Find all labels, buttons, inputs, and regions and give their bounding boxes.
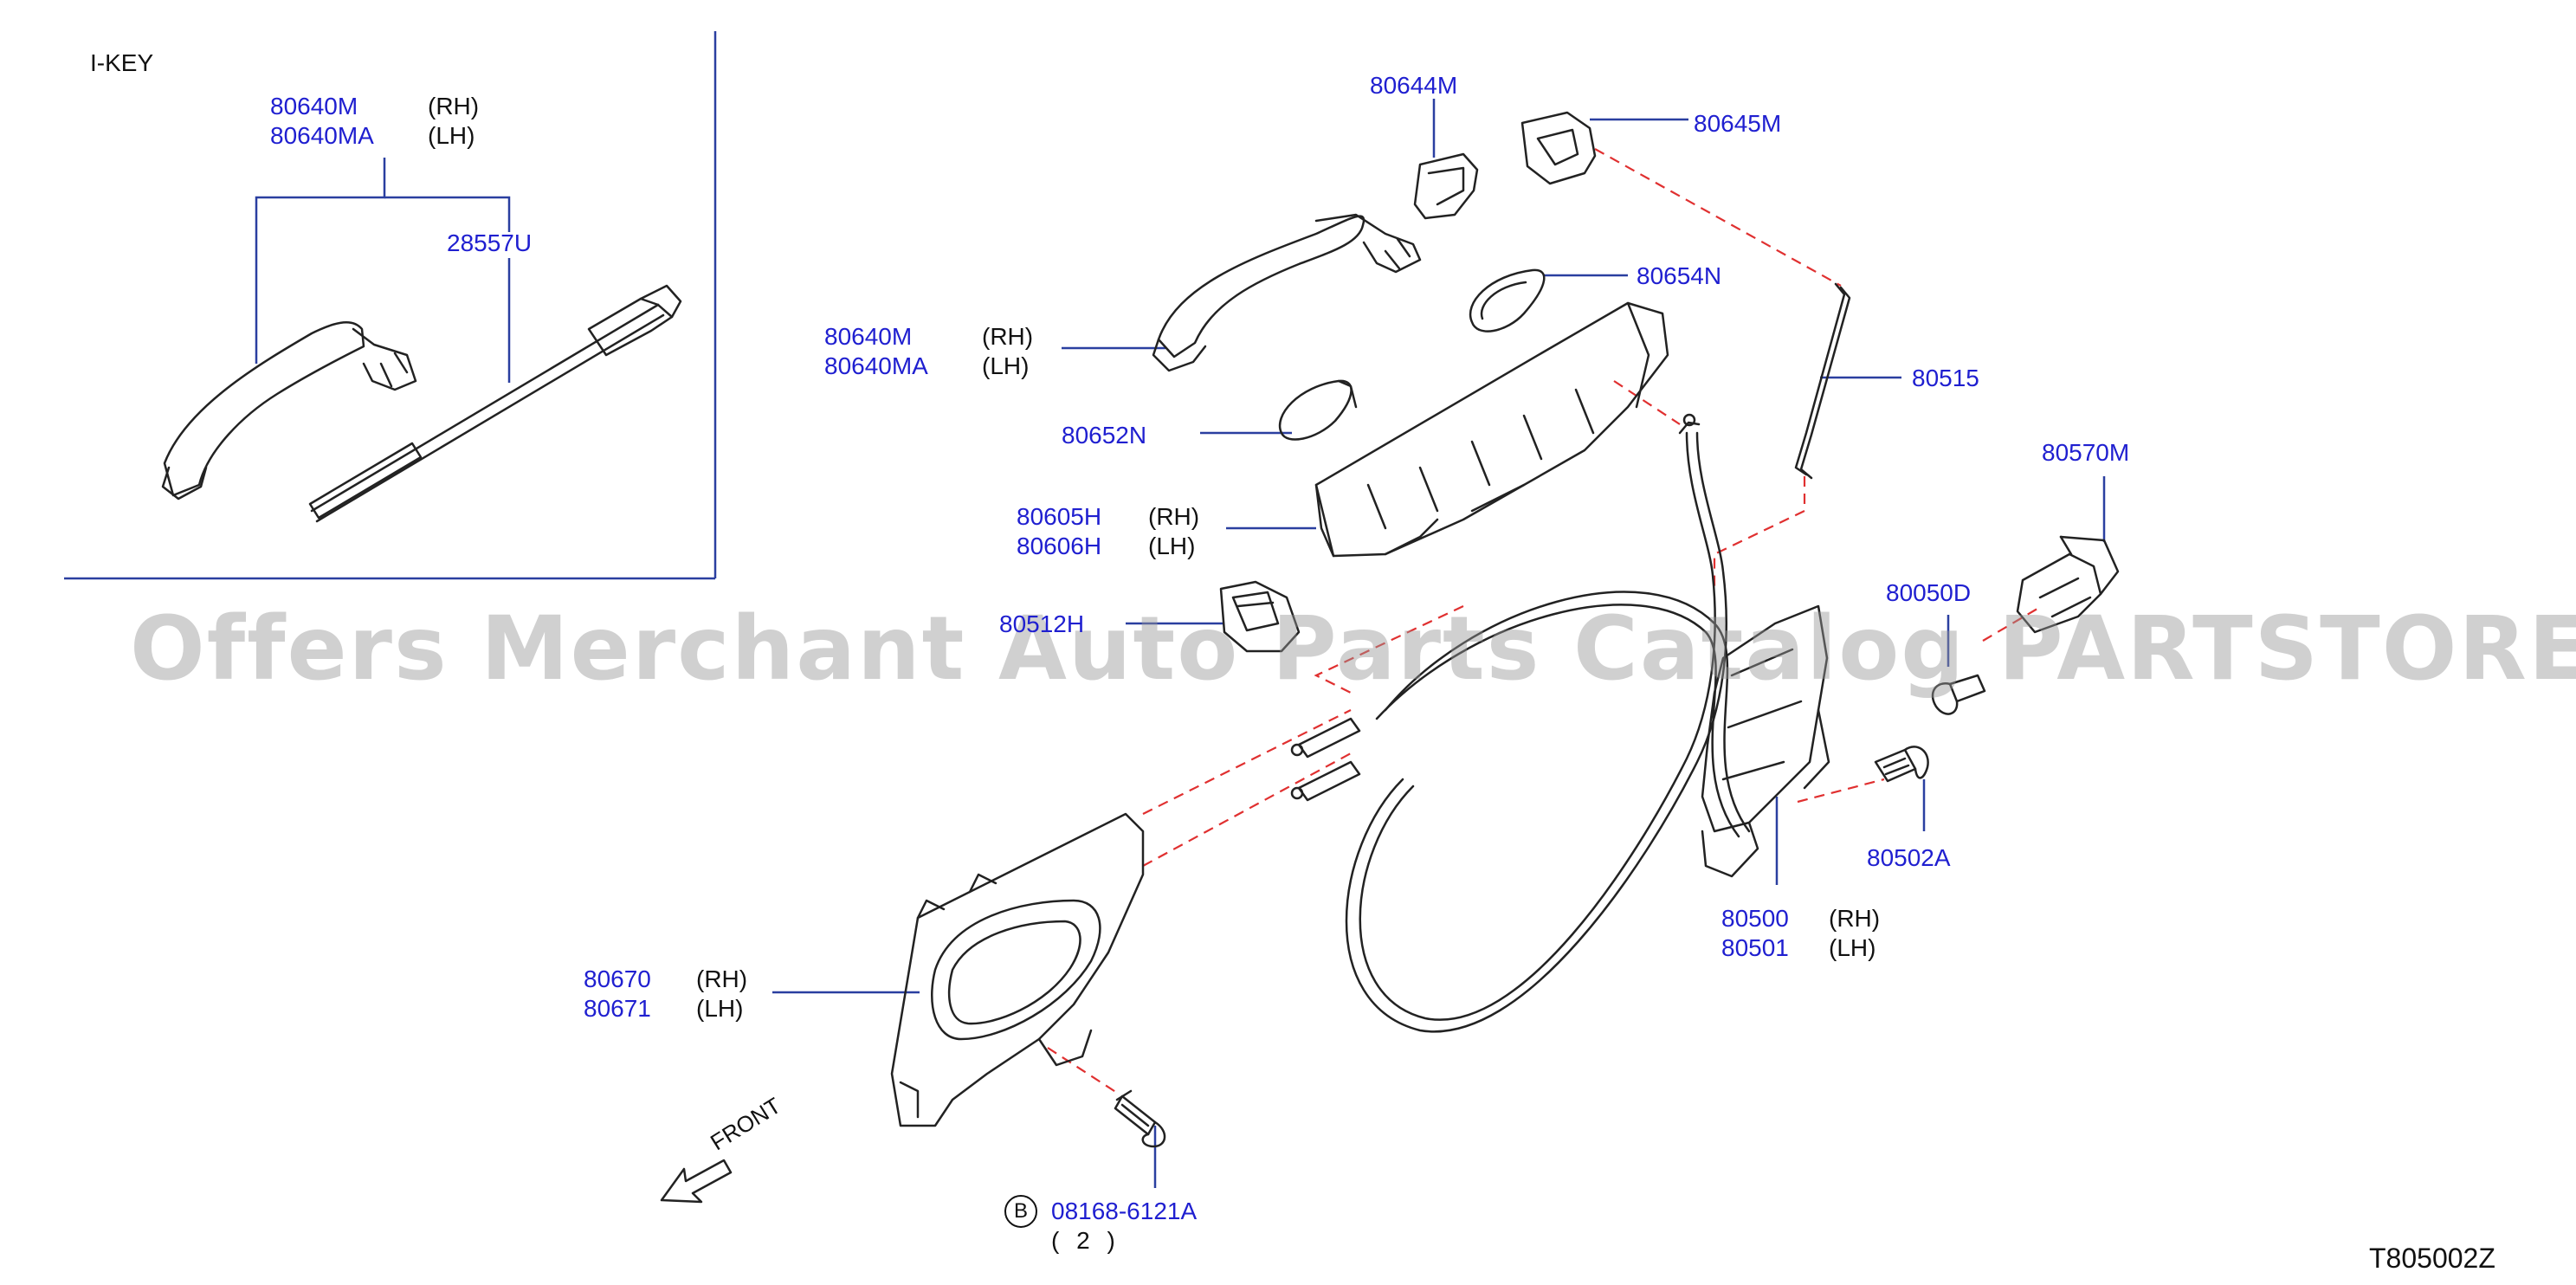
- part-80512H[interactable]: 80512H: [999, 610, 1085, 637]
- inside-handle-drawing: [890, 812, 1145, 1127]
- part-lock-rh[interactable]: 80500: [1721, 905, 1789, 932]
- part-80652N[interactable]: 80652N: [1062, 422, 1147, 449]
- part-inside-handle-lh[interactable]: 80671: [584, 995, 651, 1022]
- bracket-80605H-drawing: [1314, 301, 1669, 558]
- inset-cable-drawing: [308, 284, 682, 523]
- part-bolt[interactable]: 08168-6121A: [1051, 1198, 1198, 1224]
- part-bracket-rh[interactable]: 80605H: [1017, 503, 1102, 530]
- side-inside-handle-lh: (LH): [696, 995, 744, 1022]
- part-outside-handle-rh[interactable]: 80640M: [824, 323, 913, 350]
- part-80570M[interactable]: 80570M: [2042, 439, 2130, 466]
- cap-80645M-drawing: [1520, 111, 1597, 185]
- part-80050D[interactable]: 80050D: [1886, 579, 1972, 606]
- side-bracket-rh: (RH): [1148, 503, 1200, 530]
- lock-80500-drawing: [1701, 604, 1830, 878]
- striker-80570M-drawing: [2016, 535, 2120, 634]
- part-lock-lh[interactable]: 80501: [1721, 934, 1789, 961]
- part-inside-handle-rh[interactable]: 80670: [584, 965, 651, 992]
- side-inside-handle-rh: (RH): [696, 965, 748, 992]
- part-inset-handle-rh[interactable]: 80640M: [270, 93, 358, 119]
- side-outside-handle-rh: (RH): [982, 323, 1034, 350]
- part-80515[interactable]: 80515: [1912, 365, 1979, 391]
- leader-lines: [255, 99, 2106, 1188]
- cap-80644M-drawing: [1413, 152, 1479, 220]
- part-bracket-lh[interactable]: 80606H: [1017, 533, 1102, 559]
- part-80502A[interactable]: 80502A: [1867, 844, 1951, 871]
- gasket-80652N-drawing: [1278, 379, 1358, 441]
- side-inset-handle-rh: (RH): [428, 93, 480, 119]
- bolt-08168-drawing: [1114, 1089, 1166, 1148]
- bolt-prefix-badge: B: [1004, 1195, 1037, 1228]
- inset-handle-drawing: [161, 320, 417, 500]
- bolt-qty: ( 2 ): [1051, 1227, 1120, 1254]
- diagram-code: T805002Z: [2369, 1243, 2495, 1274]
- part-80654N[interactable]: 80654N: [1637, 262, 1722, 289]
- side-lock-rh: (RH): [1829, 905, 1881, 932]
- bowden-cables-drawing: [1290, 413, 1751, 1033]
- parts-drawing: [161, 111, 2120, 1204]
- part-outside-handle-lh[interactable]: 80640MA: [824, 352, 928, 379]
- inset-frame: [64, 31, 717, 580]
- side-bracket-lh: (LH): [1148, 533, 1196, 559]
- screw-80050D-drawing: [1931, 674, 1986, 715]
- inset-title: I-KEY: [90, 49, 154, 76]
- part-inset-handle-lh[interactable]: 80640MA: [270, 122, 374, 149]
- gasket-80654N-drawing: [1469, 268, 1546, 333]
- part-inset-cable[interactable]: 28557U: [447, 229, 533, 256]
- dashed-connections: [1047, 148, 2043, 1094]
- outside-handle-drawing: [1152, 213, 1422, 372]
- clip-80512H-drawing: [1219, 580, 1301, 653]
- side-inset-handle-lh: (LH): [428, 122, 475, 149]
- side-outside-handle-lh: (LH): [982, 352, 1030, 379]
- part-80645M[interactable]: 80645M: [1694, 110, 1782, 137]
- part-80644M[interactable]: 80644M: [1370, 72, 1458, 99]
- front-arrow-icon: [660, 1159, 733, 1204]
- side-lock-lh: (LH): [1829, 934, 1876, 961]
- rod-80515-drawing: [1794, 282, 1851, 480]
- bolt-80502A-drawing: [1874, 746, 1929, 783]
